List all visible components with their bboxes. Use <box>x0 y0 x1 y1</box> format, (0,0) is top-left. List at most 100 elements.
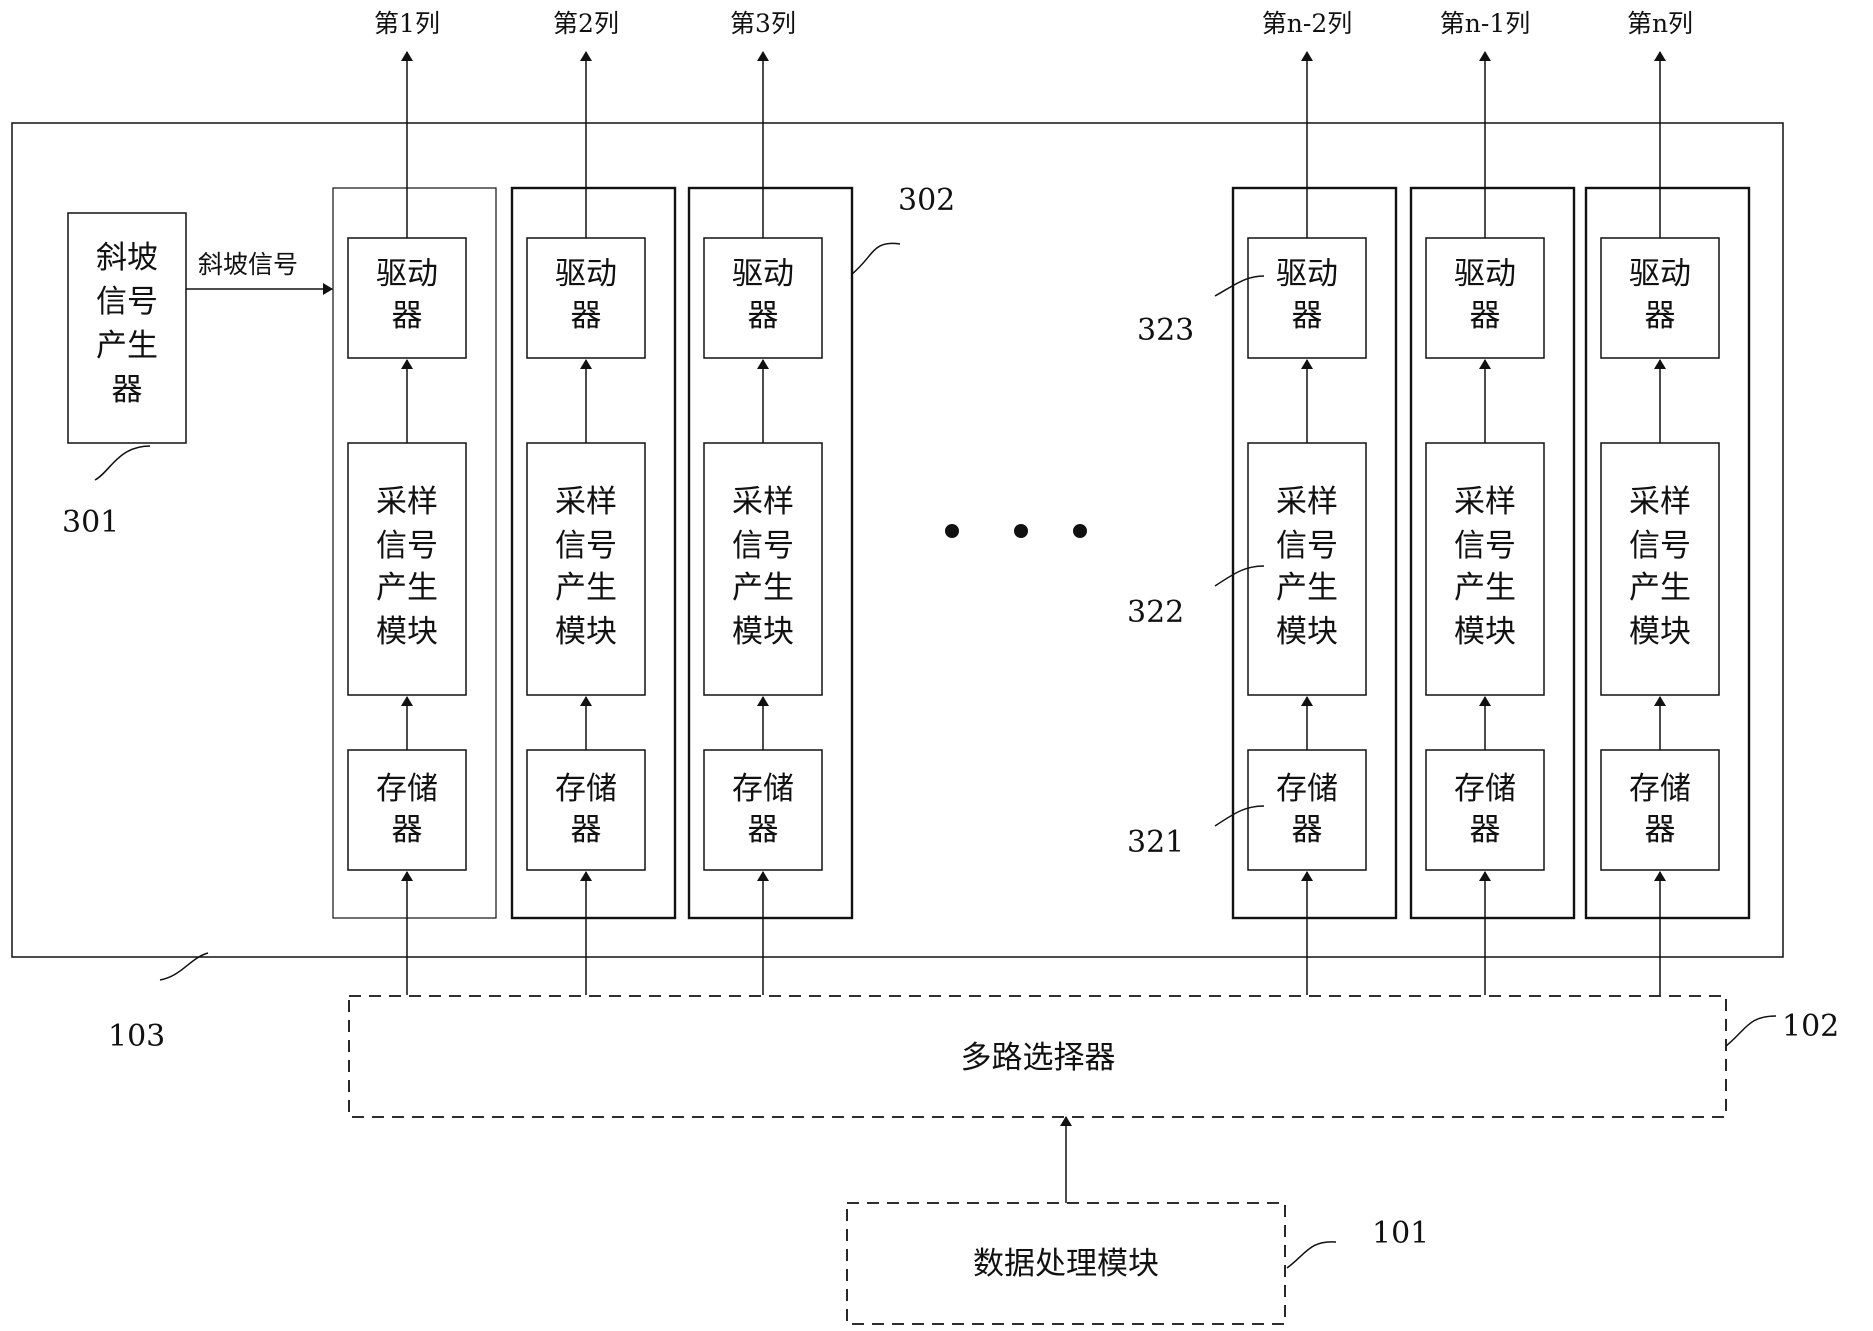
sampling-module-box <box>526 442 646 696</box>
sampling-label-line-4: 模块 <box>376 614 438 650</box>
memory-label-line-1: 存储 <box>376 771 438 807</box>
leader-322 <box>1214 565 1265 587</box>
columns-layer: 驱动器采样信号产生模块存储器第1列驱动器采样信号产生模块存储器第2列驱动器采样信… <box>332 9 1751 995</box>
sampling-label-line-3: 产生 <box>1629 570 1691 606</box>
sampling-label-line-3: 产生 <box>1454 570 1516 606</box>
ramp-generator-line-3: 产生 <box>96 328 158 364</box>
memory-label-line-1: 存储 <box>555 771 617 807</box>
driver-label-line-2: 器 <box>748 298 779 334</box>
memory-label-line-1: 存储 <box>732 771 794 807</box>
multiplexer-box <box>348 995 1727 1118</box>
leader-321 <box>1214 805 1265 827</box>
driver-label-line-1: 驱动 <box>1629 256 1691 292</box>
column-label: 第n-2列 <box>1262 9 1352 38</box>
sampling-label-line-1: 采样 <box>555 484 617 520</box>
ramp-signal-label: 斜坡信号 <box>198 250 298 279</box>
sampling-module-box <box>347 442 467 696</box>
sampling-label-line-4: 模块 <box>1629 614 1691 650</box>
sampling-label-line-3: 产生 <box>555 570 617 606</box>
ref-101: 101 <box>1372 1216 1429 1251</box>
sampling-module-box <box>703 442 823 696</box>
sampling-label-line-2: 信号 <box>1629 528 1691 564</box>
column-label: 第2列 <box>553 9 619 38</box>
ref-301: 301 <box>62 505 119 540</box>
sampling-label-line-4: 模块 <box>555 614 617 650</box>
ref-322: 322 <box>1127 595 1184 630</box>
driver-label-line-2: 器 <box>1292 298 1323 334</box>
column-box <box>1409 186 1576 920</box>
leader-301 <box>94 445 151 481</box>
ramp-generator-line-4: 器 <box>112 372 143 408</box>
sampling-label-line-3: 产生 <box>732 570 794 606</box>
sampling-label-line-2: 信号 <box>1276 528 1338 564</box>
sampling-module-box <box>1600 442 1720 696</box>
column-box <box>687 186 854 920</box>
leader-103 <box>159 952 209 981</box>
sampling-label-line-2: 信号 <box>732 528 794 564</box>
sampling-label-line-4: 模块 <box>1454 614 1516 650</box>
leader-101 <box>1286 1241 1337 1269</box>
ref-102: 102 <box>1782 1009 1839 1044</box>
ramp-generator-line-1: 斜坡 <box>96 240 158 276</box>
memory-box <box>1425 749 1545 871</box>
sampling-label-line-1: 采样 <box>732 484 794 520</box>
sampling-module-box <box>1425 442 1545 696</box>
multiplexer-label: 多路选择器 <box>961 1040 1116 1076</box>
driver-label-line-2: 器 <box>392 298 423 334</box>
sampling-label-line-4: 模块 <box>732 614 794 650</box>
sampling-label-line-1: 采样 <box>1629 484 1691 520</box>
memory-label-line-2: 器 <box>1470 812 1501 848</box>
sampling-label-line-1: 采样 <box>1454 484 1516 520</box>
memory-box <box>703 749 823 871</box>
ref-321: 321 <box>1127 825 1184 860</box>
sampling-label-line-2: 信号 <box>376 528 438 564</box>
sampling-label-line-3: 产生 <box>1276 570 1338 606</box>
ellipsis-dot <box>945 524 959 538</box>
ref-302: 302 <box>898 183 955 218</box>
driver-label-line-1: 驱动 <box>1454 256 1516 292</box>
column-label: 第n列 <box>1627 9 1693 38</box>
sampling-label-line-4: 模块 <box>1276 614 1338 650</box>
sampling-label-line-2: 信号 <box>555 528 617 564</box>
ellipsis-dot <box>1014 524 1028 538</box>
memory-box <box>1600 749 1720 871</box>
column-box <box>510 186 677 920</box>
sampling-module-box <box>1247 442 1367 696</box>
driver-label-line-1: 驱动 <box>376 256 438 292</box>
ref-323: 323 <box>1137 313 1194 348</box>
column-box <box>332 187 497 919</box>
leader-302 <box>851 242 901 275</box>
ellipsis-dot <box>1073 524 1087 538</box>
memory-label-line-2: 器 <box>392 812 423 848</box>
ref-103: 103 <box>108 1019 165 1054</box>
memory-label-line-1: 存储 <box>1276 771 1338 807</box>
memory-label-line-2: 器 <box>1645 812 1676 848</box>
driver-label-line-2: 器 <box>571 298 602 334</box>
memory-box <box>1247 749 1367 871</box>
driver-label-line-1: 驱动 <box>1276 256 1338 292</box>
column-box <box>1231 186 1398 920</box>
sampling-label-line-2: 信号 <box>1454 528 1516 564</box>
ramp-generator-box <box>67 212 187 444</box>
memory-label-line-1: 存储 <box>1454 771 1516 807</box>
sampling-label-line-1: 采样 <box>1276 484 1338 520</box>
column-label: 第3列 <box>730 9 796 38</box>
driver-label-line-2: 器 <box>1470 298 1501 334</box>
driver-label-line-1: 驱动 <box>555 256 617 292</box>
sampling-label-line-1: 采样 <box>376 484 438 520</box>
outer-module-box <box>11 122 1784 958</box>
memory-label-line-2: 器 <box>748 812 779 848</box>
data-processing-label: 数据处理模块 <box>973 1246 1159 1282</box>
memory-box <box>526 749 646 871</box>
column-box <box>1584 186 1751 920</box>
memory-label-line-1: 存储 <box>1629 771 1691 807</box>
column-label: 第n-1列 <box>1440 9 1530 38</box>
column-label: 第1列 <box>374 9 440 38</box>
ramp-generator-line-2: 信号 <box>96 284 158 320</box>
